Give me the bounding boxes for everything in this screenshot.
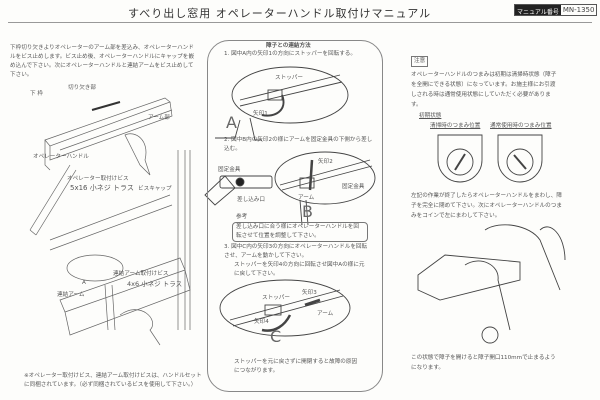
step2-bracket: 固定金具 (218, 167, 241, 173)
step-2: 2. 図中B内の矢印2の様にアームを固定金具の下側から差し込む。 (224, 137, 373, 152)
label-screw: オペレーター取付けビス (67, 176, 129, 182)
badge-label: マニュアル番号 (515, 5, 561, 16)
knob-clean-label: 清掃時のつまみ位置 (430, 123, 481, 129)
note-text: オペレーターハンドルのつまみは初期は清掃時状態（障子を全開にできる状態）になって… (411, 72, 557, 108)
header-divider (8, 22, 592, 23)
label-frame: 下 枠 (30, 91, 43, 97)
note-label: 注意 (411, 56, 429, 67)
label-link-screw: 連結アーム取付けビス (113, 271, 169, 277)
step-3: 3. 図中C内の矢印3の方向にオペレーターハンドルを回転させ、アームを動かして下… (224, 244, 368, 259)
badge-value: MN-1350 (562, 6, 595, 14)
after-text: 左記の作業が終了したらオペレーターハンドルをまわし、障子を完全に閉めて下さい。次… (411, 193, 562, 219)
connection-title: 障子との連結方法 (266, 43, 311, 49)
label-link-arm: 連結アーム (57, 292, 85, 298)
step-3b: ストッパーを矢印4の方向に回転させ図中Aの様に元に戻して下さい。 (234, 262, 365, 277)
step2-slot: 差し込み口 (237, 197, 265, 203)
step2-arm: アーム (298, 195, 315, 201)
step2-bracket2: 固定金具 (342, 184, 365, 190)
left-footnote: ※オペレーター取付けビス、連結アーム取付けビスは、ハンドルセットに同梱されていま… (24, 373, 202, 388)
label-screw-spec: 5x16 小ネジ トラス (70, 184, 134, 192)
left-intro: 下枠切り欠きよりオペレーターのアーム部を差込み、オペレーターハンドルをビス止めし… (10, 45, 194, 78)
label-cap: ビスキャップ (138, 186, 172, 192)
step1-letter: A (226, 113, 237, 132)
step1-arrow: 矢印1 (253, 111, 268, 117)
result-text: この状態で障子を開けると障子開口110mmで止まるようになります。 (411, 355, 556, 371)
step2-letter: B (302, 202, 313, 221)
page-title: すべり出し窓用 オペレーターハンドル取付けマニュアル (128, 7, 432, 20)
warning-text: ストッパーを元に戻さずに開閉すると故障の原因につながります。 (234, 359, 358, 374)
step1-stopper: ストッパー (275, 75, 303, 81)
step3-arm: アーム (317, 311, 334, 317)
reference-box: 差し込み口に合う様にオペレーターハンドルを回転させて位置を調整して下さい。 (232, 222, 368, 242)
step3-arrow3: 矢印3 (302, 290, 317, 296)
step2-arrow: 矢印2 (318, 159, 333, 165)
connection-panel (207, 40, 383, 392)
step3-arrow4: 矢印4 (254, 319, 269, 325)
label-arm: アーム部 (148, 115, 170, 121)
knob-normal-label: 通常使用時のつまみ位置 (490, 123, 552, 129)
step3-stopper: ストッパー (262, 295, 290, 301)
reference-title: 参考 (236, 214, 248, 220)
step3-letter: C (270, 327, 282, 346)
label-link-screw-spec: 4x6 小ネジ トラス (127, 280, 183, 288)
step-1: 1. 図中A内の矢印1の方向にストッパーを回転する。 (224, 51, 356, 57)
label-handle: オペレーターハンドル (33, 154, 89, 160)
initial-state-label: 初期状態 (419, 113, 442, 119)
label-a: A (82, 280, 86, 286)
label-notch: 切り欠き部 (68, 85, 96, 91)
